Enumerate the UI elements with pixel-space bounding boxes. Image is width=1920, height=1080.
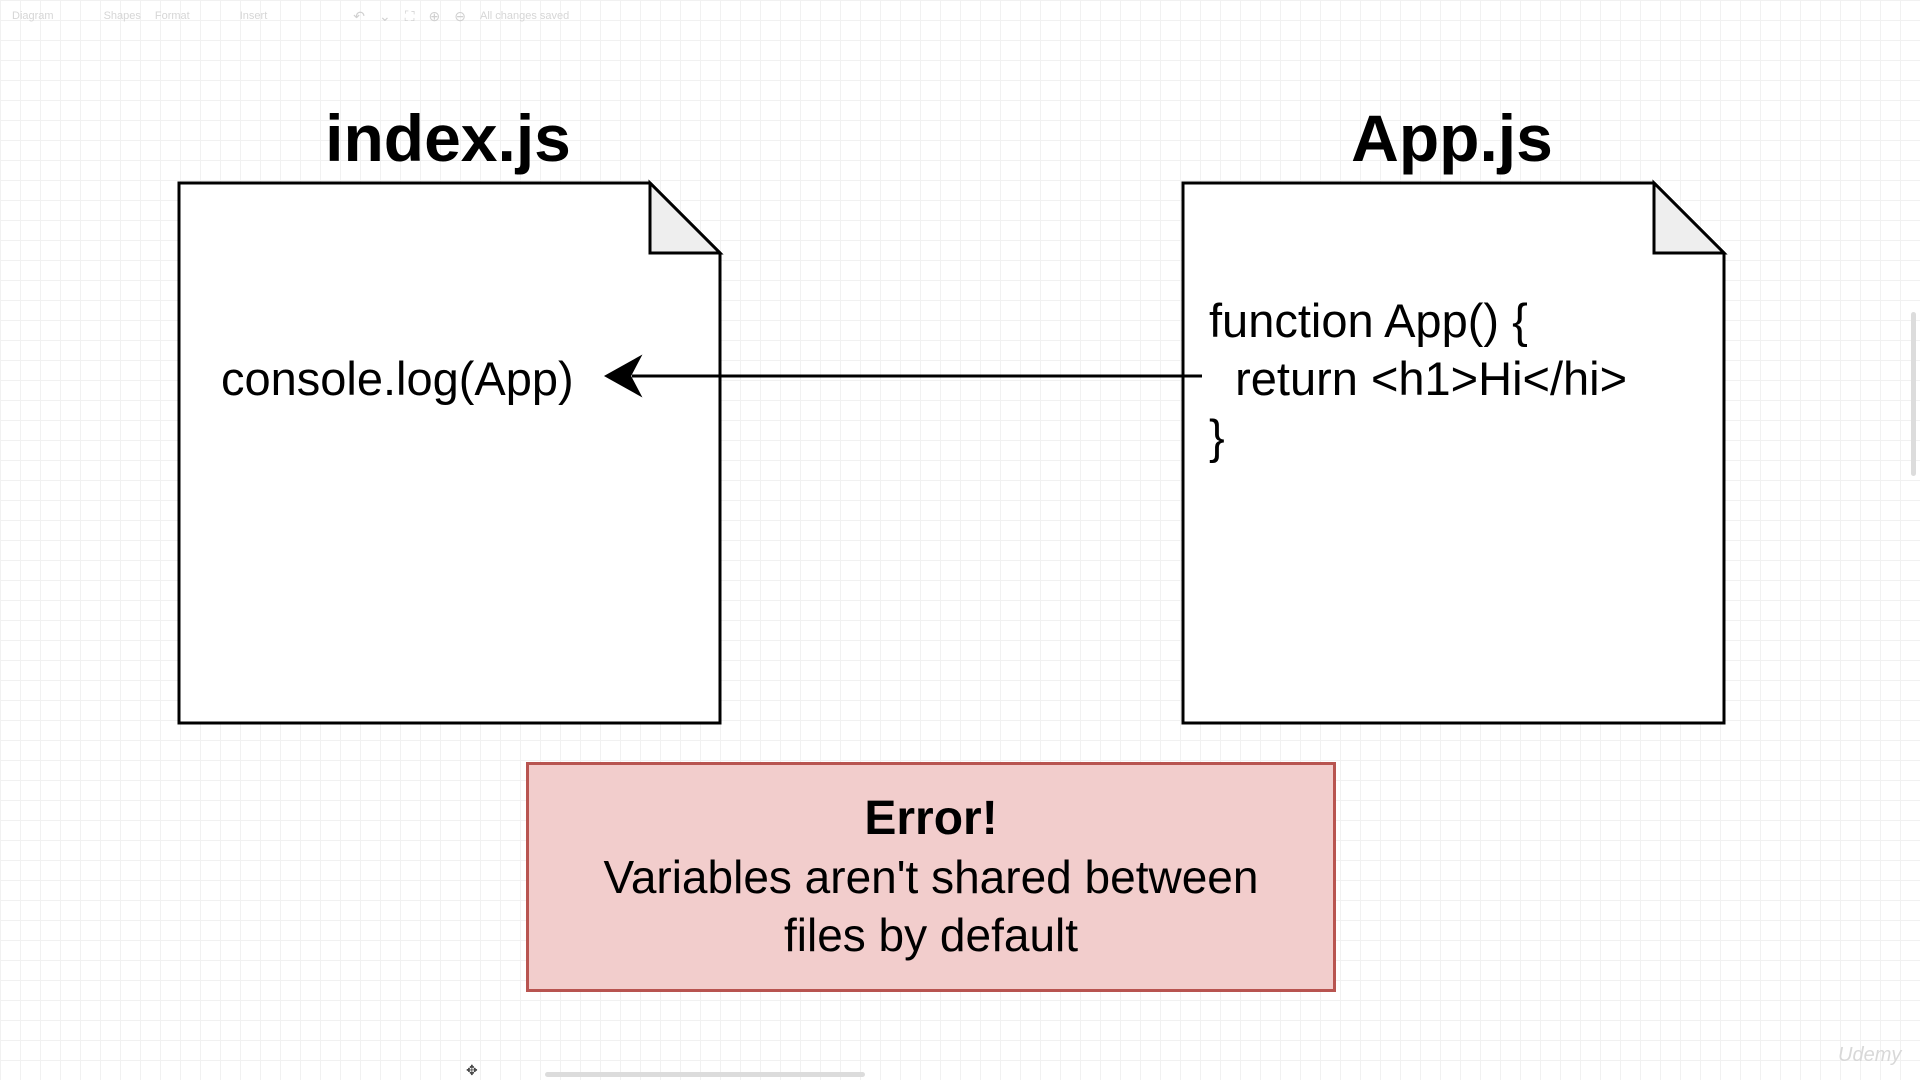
save-status: All changes saved	[480, 10, 570, 22]
shapes-menu[interactable]: Shapes	[103, 10, 141, 22]
app-code-line-2: return <h1>Hi</hi>	[1209, 352, 1628, 405]
app-note-fold	[1652, 179, 1728, 255]
editor-toolbar: Diagram Shapes Format Insert ↶ ⌄ ⛶ ⊕ ⊖ A…	[0, 0, 1920, 32]
vertical-scrollbar[interactable]	[1911, 312, 1916, 476]
diagram-menu[interactable]: Diagram	[12, 10, 54, 22]
app-file-title: App.js	[1351, 101, 1553, 175]
index-code-line: console.log(App)	[221, 352, 574, 405]
index-file-title: index.js	[325, 101, 571, 175]
index-file-note[interactable]	[177, 179, 724, 725]
error-title: Error!	[864, 792, 998, 845]
app-code-line-3: }	[1209, 410, 1225, 463]
horizontal-scrollbar[interactable]	[545, 1072, 865, 1077]
undo-icon[interactable]: ↶	[353, 7, 365, 24]
zoom-in-icon[interactable]: ⊕	[428, 7, 441, 24]
app-code-line-1: function App() {	[1209, 294, 1528, 347]
app-file-note[interactable]	[1181, 179, 1728, 725]
error-callout[interactable]: Error! Variables aren't shared between f…	[526, 762, 1336, 992]
error-message-line-2: files by default	[783, 909, 1079, 961]
index-note-fold	[648, 179, 724, 255]
fullscreen-icon[interactable]: ⛶	[404, 7, 415, 24]
udemy-watermark: Udemy	[1838, 1044, 1902, 1066]
reference-arrow[interactable]	[603, 354, 1202, 398]
move-cursor-icon: ✥	[466, 1062, 478, 1078]
redo-icon[interactable]: ⌄	[378, 7, 391, 24]
zoom-out-icon[interactable]: ⊖	[454, 7, 466, 24]
format-menu[interactable]: Format	[154, 10, 190, 22]
arrowhead-icon	[603, 354, 643, 398]
insert-menu[interactable]: Insert	[239, 10, 268, 22]
error-message-line-1: Variables aren't shared between	[603, 851, 1259, 903]
